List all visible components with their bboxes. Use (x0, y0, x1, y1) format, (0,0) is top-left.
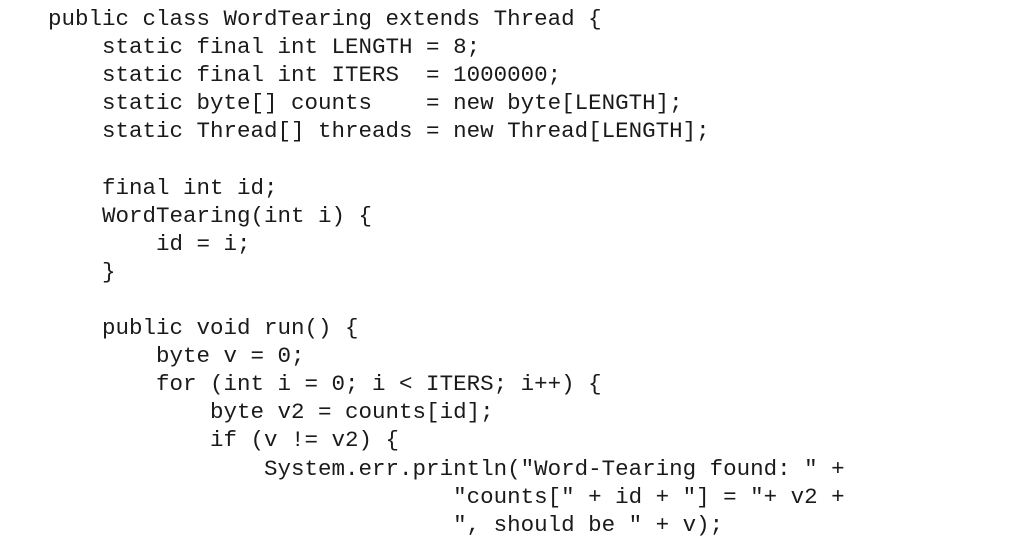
code-line-byte-v2: byte v2 = counts[id]; (48, 399, 494, 426)
code-line-println: System.err.println("Word-Tearing found: … (48, 455, 845, 482)
code-line-println-counts: "counts[" + id + "] = "+ v2 + (48, 483, 845, 510)
code-line-counts-field: static byte[] counts = new byte[LENGTH]; (48, 90, 683, 117)
code-line-id-assign: id = i; (48, 230, 251, 257)
code-line-for-loop: for (int i = 0; i < ITERS; i++) { (48, 371, 602, 398)
code-line-iters-field: static final int ITERS = 1000000; (48, 62, 562, 89)
code-line-blank (48, 286, 845, 314)
code-line-constructor: WordTearing(int i) { (48, 202, 373, 229)
code-line-constructor-close: } (48, 258, 116, 285)
code-line-class-declaration: public class WordTearing extends Thread … (48, 6, 602, 32)
code-listing: public class WordTearing extends Thread … (48, 5, 845, 539)
code-line-blank (48, 145, 845, 173)
code-line-if-statement: if (v != v2) { (48, 427, 400, 454)
code-line-id-field: final int id; (48, 174, 278, 201)
code-line-println-should-be: ", should be " + v); (48, 511, 724, 538)
code-line-byte-v: byte v = 0; (48, 343, 305, 370)
code-line-threads-field: static Thread[] threads = new Thread[LEN… (48, 118, 710, 145)
code-line-length-field: static final int LENGTH = 8; (48, 34, 481, 61)
code-line-run-method: public void run() { (48, 315, 359, 342)
